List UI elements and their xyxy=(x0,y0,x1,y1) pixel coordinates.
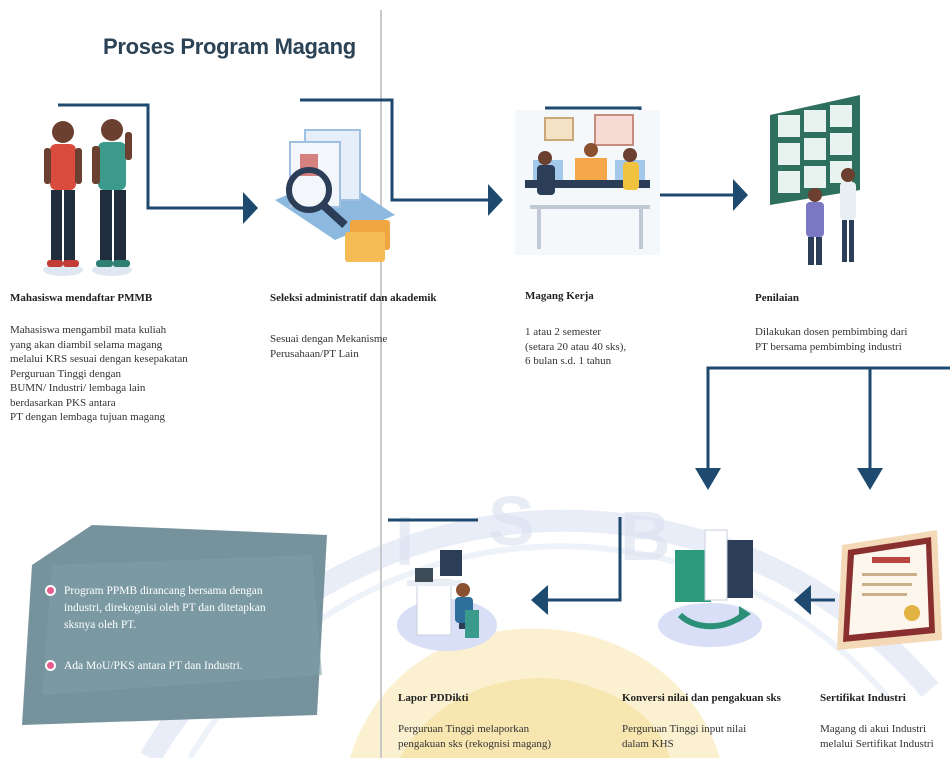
step-desc-line: Dilakukan dosen pembimbing dari xyxy=(755,326,908,338)
arrow-right-2 xyxy=(488,184,503,216)
step-desc-line: PT bersama pembimbing industri xyxy=(755,340,902,353)
step-desc-line: yang akan diambil selama magang xyxy=(10,338,163,351)
callout-bullet-2-text: Ada MoU/PKS antara PT dan Industri. xyxy=(64,660,243,672)
center-divider xyxy=(380,10,382,758)
step-desc-line: Perusahaan/PT Lain xyxy=(270,347,359,360)
arrow-right-3 xyxy=(733,179,748,211)
conversion-illustration xyxy=(658,529,762,647)
work-illustration xyxy=(515,110,660,255)
step-title-magang: Magang Kerja xyxy=(525,290,594,302)
pink-bullet-icon xyxy=(45,585,56,596)
page-title: Proses Program Magang xyxy=(103,34,356,59)
step-desc-konversi: Perguruan Tinggi input nilai dalam KHS xyxy=(622,722,792,751)
step-desc-line: melalui Sertifikat Industri xyxy=(820,737,934,750)
step-desc-line: PT dengan lembaga tujuan magang xyxy=(10,411,165,423)
step-desc-line: Perguruan Tinggi dengan xyxy=(10,367,122,380)
report-illustration xyxy=(397,550,497,651)
callout-content: Program PPMB dirancang bersama dengan in… xyxy=(22,525,327,725)
step-title-seleksi: Seleksi administratif dan akademik xyxy=(270,292,437,304)
connector-konversi-lapor xyxy=(548,517,622,602)
connector-4-down-left xyxy=(706,366,950,470)
certificate-illustration xyxy=(837,530,942,650)
step-desc-line: berdasarkan PKS antara xyxy=(10,396,116,409)
step-desc-sertifikat: Magang di akui Industri melalui Sertifik… xyxy=(820,722,948,751)
step-desc-line: (setara 20 atau 40 sks), xyxy=(525,340,627,353)
callout-bullet-2: Ada MoU/PKS antara PT dan Industri. xyxy=(45,658,292,675)
step-title-konversi: Konversi nilai dan pengakuan sks xyxy=(622,692,781,704)
step-desc-line: Perguruan Tinggi melaporkan xyxy=(398,723,530,735)
arrow-left-1 xyxy=(794,585,811,615)
step-desc-lapor: Perguruan Tinggi melaporkan pengakuan sk… xyxy=(398,722,588,751)
info-callout-panel xyxy=(22,525,327,725)
callout-bullet-1: Program PPMB dirancang bersama dengan in… xyxy=(45,583,292,634)
step-desc-line: Mahasiswa mengambil mata kuliah xyxy=(10,324,167,336)
pink-bullet-icon xyxy=(45,660,56,671)
step-desc-seleksi: Sesuai dengan Mekanisme Perusahaan/PT La… xyxy=(270,332,450,361)
callout-bullet-1-text: Program PPMB dirancang bersama dengan in… xyxy=(64,585,266,631)
arrow-down-1 xyxy=(695,468,721,490)
step-desc-line: Perguruan Tinggi input nilai xyxy=(622,723,747,735)
students-illustration xyxy=(43,119,132,276)
step-desc-line: BUMN/ Industri/ lembaga lain xyxy=(10,382,146,394)
arrow-down-2 xyxy=(857,468,883,490)
arrow-right-1 xyxy=(243,192,258,224)
step-title-daftar: Mahasiswa mendaftar PMMB xyxy=(10,292,153,304)
selection-illustration xyxy=(275,129,395,262)
step-desc-magang: 1 atau 2 semester (setara 20 atau 40 sks… xyxy=(525,325,705,369)
step-desc-line: 1 atau 2 semester xyxy=(525,326,602,338)
step-desc-line: pengakuan sks (rekognisi magang) xyxy=(398,737,552,750)
step-desc-line: Sesuai dengan Mekanisme xyxy=(270,333,388,345)
evaluation-illustration xyxy=(770,95,860,265)
step-desc-line: melalui KRS sesuai dengan kesepakatan xyxy=(10,353,188,365)
step-desc-line: dalam KHS xyxy=(622,737,674,750)
arrow-left-2 xyxy=(531,585,548,615)
step-title-penilaian: Penilaian xyxy=(755,292,800,304)
step-desc-penilaian: Dilakukan dosen pembimbing dari PT bersa… xyxy=(755,325,945,354)
step-title-lapor: Lapor PDDikti xyxy=(398,692,469,704)
step-desc-line: Magang di akui Industri xyxy=(820,723,927,735)
step-desc-daftar: Mahasiswa mengambil mata kuliah yang aka… xyxy=(10,323,210,425)
step-desc-line: 6 bulan s.d. 1 tahun xyxy=(525,355,612,367)
step-title-sertifikat: Sertifikat Industri xyxy=(820,692,906,704)
